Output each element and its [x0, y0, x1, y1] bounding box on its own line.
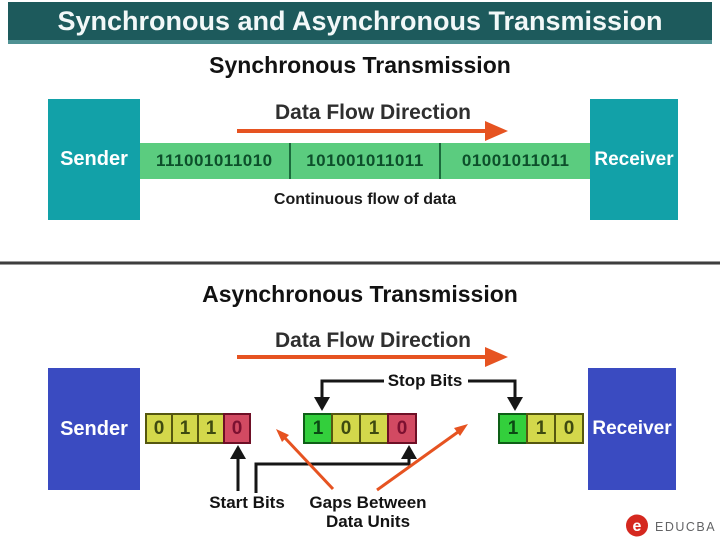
sync-caption: Continuous flow of data [273, 191, 457, 208]
bit-cell-stop-bit: 1 [303, 413, 333, 444]
sync-sender-box: Sender [48, 99, 140, 220]
sync-receiver-box: Receiver [590, 99, 678, 220]
async-sender-label: Sender [60, 417, 128, 440]
start-bits-arrow-icon [230, 445, 246, 491]
async-sender-box: Sender [48, 368, 140, 490]
sync-sender-label: Sender [60, 148, 128, 170]
bit-cell: 0 [554, 413, 584, 444]
gaps-label-line1: Gaps Between [309, 493, 427, 512]
bit-cell-start-bit: 0 [223, 413, 251, 444]
sync-receiver-label: Receiver [594, 148, 674, 170]
brand-footer: e EDUCBA [625, 513, 716, 538]
stop-bits-label: Stop Bits [387, 371, 463, 390]
svg-text:e: e [633, 518, 642, 535]
educba-logo-icon: e [626, 514, 648, 537]
data-unit-1: 0 1 1 0 [145, 413, 251, 444]
async-receiver-box: Receiver [588, 368, 676, 490]
async-flow-direction-label: Data Flow Direction [274, 329, 472, 352]
async-section-title: Asynchronous Transmission [202, 281, 518, 307]
stop-bits-connector-left-icon [314, 379, 384, 411]
bit-cell-start-bit: 0 [387, 413, 417, 444]
gaps-label-line2: Data Units [325, 512, 411, 531]
sync-flow-direction-label: Data Flow Direction [274, 101, 472, 124]
bit-cell: 1 [526, 413, 556, 444]
bit-cell-stop-bit: 1 [498, 413, 528, 444]
data-unit-2: 1 0 1 0 [303, 413, 417, 444]
bit-cell: 1 [359, 413, 389, 444]
stream-segment: 01001011011 [439, 143, 590, 179]
start-bits-label: Start Bits [209, 493, 285, 512]
async-receiver-label: Receiver [592, 418, 672, 439]
page-title: Synchronous and Asynchronous Transmissio… [57, 5, 663, 36]
header-bar: Synchronous and Asynchronous Transmissio… [8, 2, 712, 44]
sync-section-title: Synchronous Transmission [209, 52, 511, 78]
sync-data-stream: 111001011010 101001011011 01001011011 [140, 143, 590, 179]
bit-cell: 1 [197, 413, 225, 444]
bit-cell: 0 [331, 413, 361, 444]
gaps-label: Gaps Between Data Units [309, 493, 426, 531]
bit-cell: 0 [145, 413, 173, 444]
stream-segment: 111001011010 [156, 151, 273, 170]
data-unit-3: 1 1 0 [498, 413, 584, 444]
section-divider [0, 261, 720, 265]
stream-segment: 101001011011 [288, 143, 440, 179]
bit-cell: 1 [171, 413, 199, 444]
start-bits-connector-icon [254, 445, 417, 493]
stop-bits-connector-right-icon [468, 379, 523, 411]
brand-name: EDUCBA [655, 520, 717, 534]
